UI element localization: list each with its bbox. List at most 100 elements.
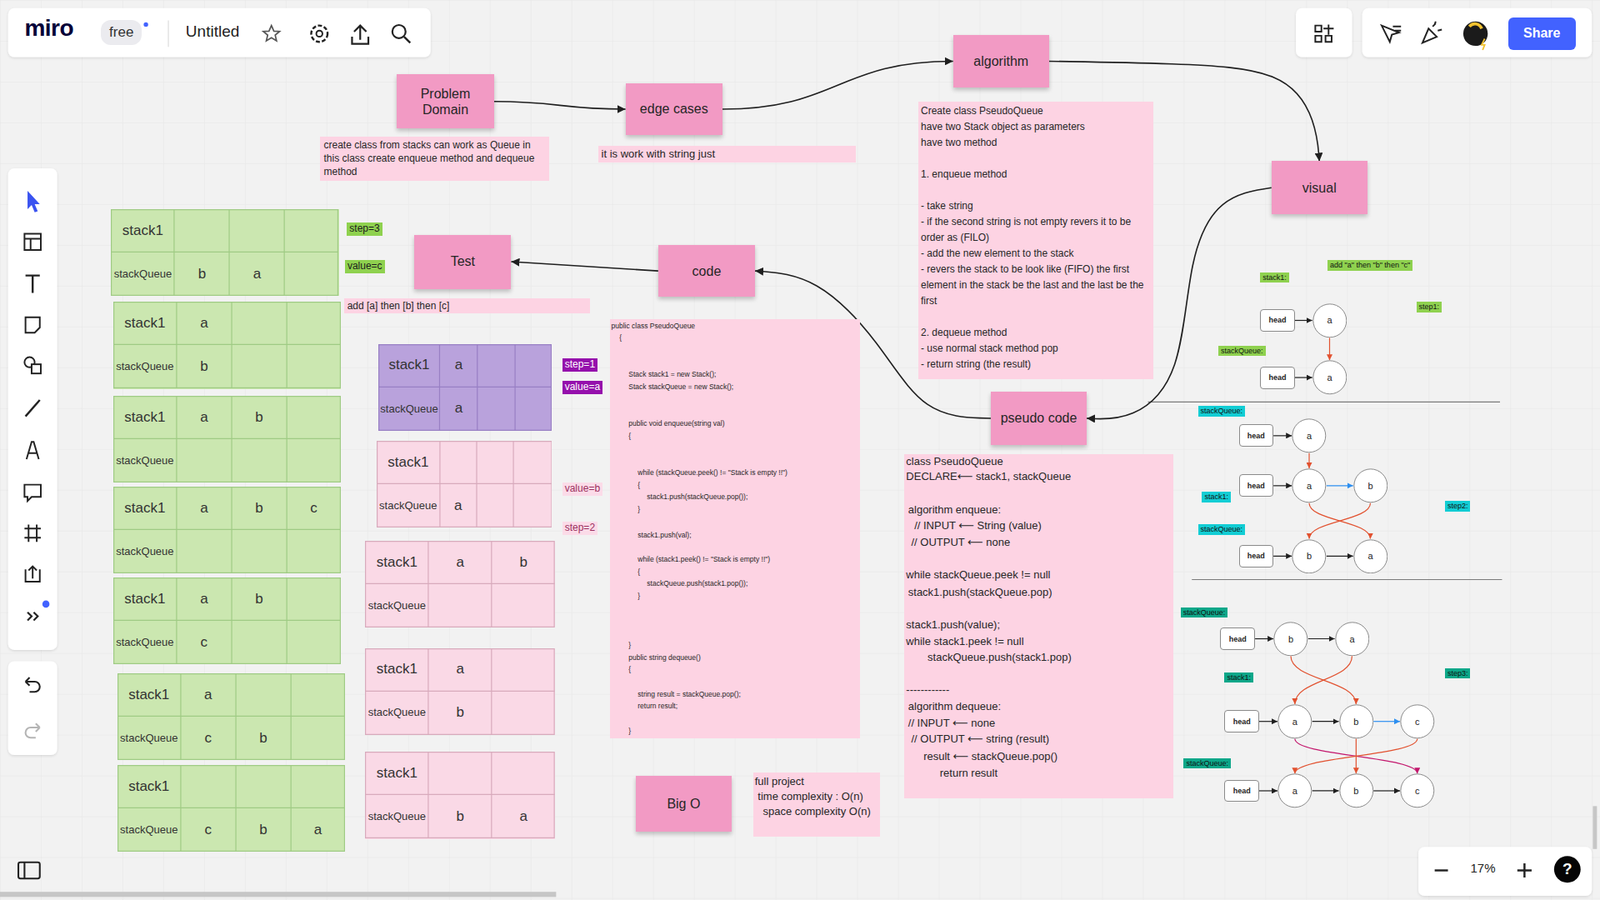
node-letter: a bbox=[1367, 550, 1373, 561]
table-cell: stackQueue bbox=[113, 530, 177, 575]
head-box: head bbox=[1224, 780, 1260, 803]
state-table: stack1stackQueueba bbox=[110, 209, 339, 296]
table-cell: stackQueue bbox=[378, 386, 440, 431]
code-line: Stack stack1 = new Stack(); bbox=[628, 370, 716, 380]
frame-icon bbox=[24, 524, 41, 542]
connector bbox=[1309, 503, 1370, 540]
table-rule bbox=[235, 765, 236, 852]
table-rule bbox=[113, 438, 341, 440]
note-text: - take string bbox=[920, 198, 1151, 215]
pseudocode-line: class PseudoQueue bbox=[905, 455, 1003, 469]
panel-icon bbox=[23, 862, 25, 880]
code-line: public void enqueue(string val) bbox=[628, 419, 725, 429]
table-rule bbox=[110, 251, 339, 253]
state-table: stack1stackQueuea bbox=[376, 440, 553, 528]
state-table: stack1abstackQueue bbox=[113, 395, 341, 483]
code-line: while (stack1.peek() != "Stack is empty … bbox=[637, 555, 770, 565]
table-cell: stackQueue bbox=[113, 345, 177, 390]
head-label: head bbox=[1247, 551, 1265, 560]
note-text: have two method bbox=[920, 135, 1151, 151]
table-rule bbox=[285, 486, 287, 574]
table-grid bbox=[113, 577, 341, 665]
code-line: stack1.push(val); bbox=[637, 530, 691, 540]
text-tool-icon bbox=[25, 275, 40, 294]
redo-icon bbox=[25, 723, 40, 738]
sticky-label: visual bbox=[1302, 180, 1337, 196]
circle-shape bbox=[1339, 705, 1373, 739]
note-text: 1. enqueue method bbox=[920, 166, 1151, 183]
templates-icon bbox=[24, 233, 41, 250]
select-tool-icon bbox=[27, 190, 40, 213]
table-rule bbox=[512, 440, 514, 528]
table-rule bbox=[175, 395, 177, 483]
code-line: } bbox=[628, 726, 631, 736]
state-table: stack1stackQueuecba bbox=[117, 765, 345, 852]
table-cell: stack1 bbox=[376, 440, 440, 484]
list-node-circle: b bbox=[1291, 539, 1327, 575]
note-text: full project bbox=[755, 774, 879, 790]
table-rule bbox=[365, 794, 555, 795]
connector bbox=[1273, 435, 1292, 436]
head-box: head bbox=[1239, 424, 1275, 447]
list-node-circle: b bbox=[1273, 621, 1309, 657]
list-node-circle: a bbox=[1291, 418, 1327, 454]
sticky-label: edge cases bbox=[640, 100, 709, 117]
table-cell: b bbox=[428, 690, 492, 735]
connector bbox=[494, 101, 626, 110]
note-text: - revers the stack to be look like (FIFO… bbox=[920, 261, 1151, 310]
pseudocode-line: // INPUT ⟵ none bbox=[908, 716, 995, 730]
code-line: } bbox=[637, 591, 640, 601]
table-cell: stackQueue bbox=[365, 795, 429, 840]
connector bbox=[1312, 790, 1340, 791]
note-tag: step=2 bbox=[562, 521, 598, 535]
table-cell: stackQueue bbox=[376, 483, 440, 528]
head-box: head bbox=[1224, 710, 1260, 733]
table-cell: b bbox=[428, 795, 492, 840]
connector bbox=[1273, 555, 1292, 557]
code-line: return result; bbox=[637, 701, 678, 711]
separator bbox=[167, 20, 169, 47]
table-cell: a bbox=[440, 344, 478, 387]
sticky-note: Big O bbox=[635, 775, 732, 832]
table-border bbox=[114, 396, 341, 483]
connector bbox=[1308, 453, 1310, 469]
node-letter: b bbox=[1353, 785, 1359, 796]
note-text: time complexity : O(n) bbox=[757, 789, 878, 805]
table-cell: stack1 bbox=[113, 577, 177, 620]
code-line: { bbox=[628, 431, 631, 441]
note-tag: stackQueue: bbox=[1218, 345, 1266, 356]
circle-shape bbox=[1354, 539, 1388, 573]
table-cell: stackQueue bbox=[365, 583, 429, 628]
table-border bbox=[379, 344, 552, 430]
table-rule bbox=[113, 344, 341, 345]
note-tag: stackQueue: bbox=[1183, 758, 1231, 769]
table-border bbox=[365, 541, 555, 628]
table-rule bbox=[285, 577, 287, 665]
state-table: stack1stackQueueba bbox=[365, 751, 555, 839]
table-cell: b bbox=[235, 808, 291, 853]
code-line: string result = stackQueue.pop(); bbox=[637, 690, 741, 700]
help-button bbox=[1554, 855, 1581, 883]
table-cell: a bbox=[290, 808, 345, 853]
list-node-circle: a bbox=[1277, 773, 1313, 809]
table-rule bbox=[491, 540, 493, 628]
table-border bbox=[365, 648, 555, 735]
table-grid bbox=[113, 301, 341, 389]
code-line: } bbox=[628, 640, 631, 650]
cursor-icon bbox=[1381, 25, 1401, 43]
list-node-circle: c bbox=[1400, 773, 1435, 809]
help-mark: ? bbox=[1562, 860, 1573, 879]
state-table: stack1astackQueuecb bbox=[117, 673, 345, 760]
table-cell: c bbox=[176, 620, 232, 665]
more-icon bbox=[27, 612, 38, 621]
pseudocode-note: class PseudoQueueDECLARE⟵ stack1, stackQ… bbox=[904, 454, 1174, 799]
table-rule bbox=[175, 577, 177, 665]
table-cell: stackQueue bbox=[365, 690, 429, 735]
head-label: head bbox=[1247, 481, 1265, 490]
node-letter: b bbox=[1353, 716, 1359, 727]
undo-icon bbox=[25, 677, 40, 692]
table-rule bbox=[515, 344, 516, 431]
collab-panel bbox=[1362, 8, 1593, 58]
table-border bbox=[111, 210, 339, 296]
